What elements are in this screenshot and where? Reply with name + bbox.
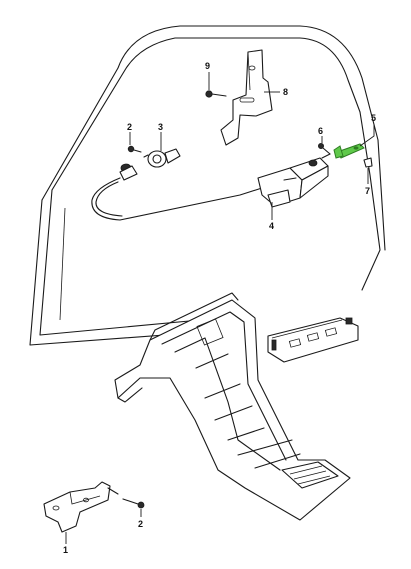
part-4-actuator — [257, 153, 331, 208]
callout-3: 3 — [158, 122, 163, 132]
callout-6: 6 — [318, 126, 323, 136]
part-5-link-rod — [333, 143, 365, 159]
part-6-screw — [317, 142, 331, 155]
center-console — [114, 292, 351, 521]
callout-2-lower: 2 — [138, 519, 143, 529]
callout-7: 7 — [365, 186, 370, 196]
door-panel — [29, 25, 386, 346]
callout-4: 4 — [269, 221, 274, 231]
callout-labels: 9 8 2 3 4 5 6 7 2 1 — [63, 61, 376, 555]
callout-1: 1 — [63, 545, 68, 555]
callout-9: 9 — [205, 61, 210, 71]
part-8-bracket — [220, 49, 273, 146]
part-2-screw-upper — [127, 145, 142, 153]
part-7-clip — [363, 157, 373, 168]
callout-2-upper: 2 — [127, 122, 132, 132]
cable-assembly — [91, 163, 263, 221]
part-9-screw — [205, 90, 227, 98]
leader-lines — [65, 72, 375, 544]
part-3-lock-cylinder — [143, 148, 181, 168]
callout-8: 8 — [283, 87, 288, 97]
switch-panel — [267, 317, 359, 363]
callout-5: 5 — [371, 113, 376, 123]
part-1-bracket — [43, 481, 119, 533]
part-2-screw-lower — [122, 498, 145, 509]
